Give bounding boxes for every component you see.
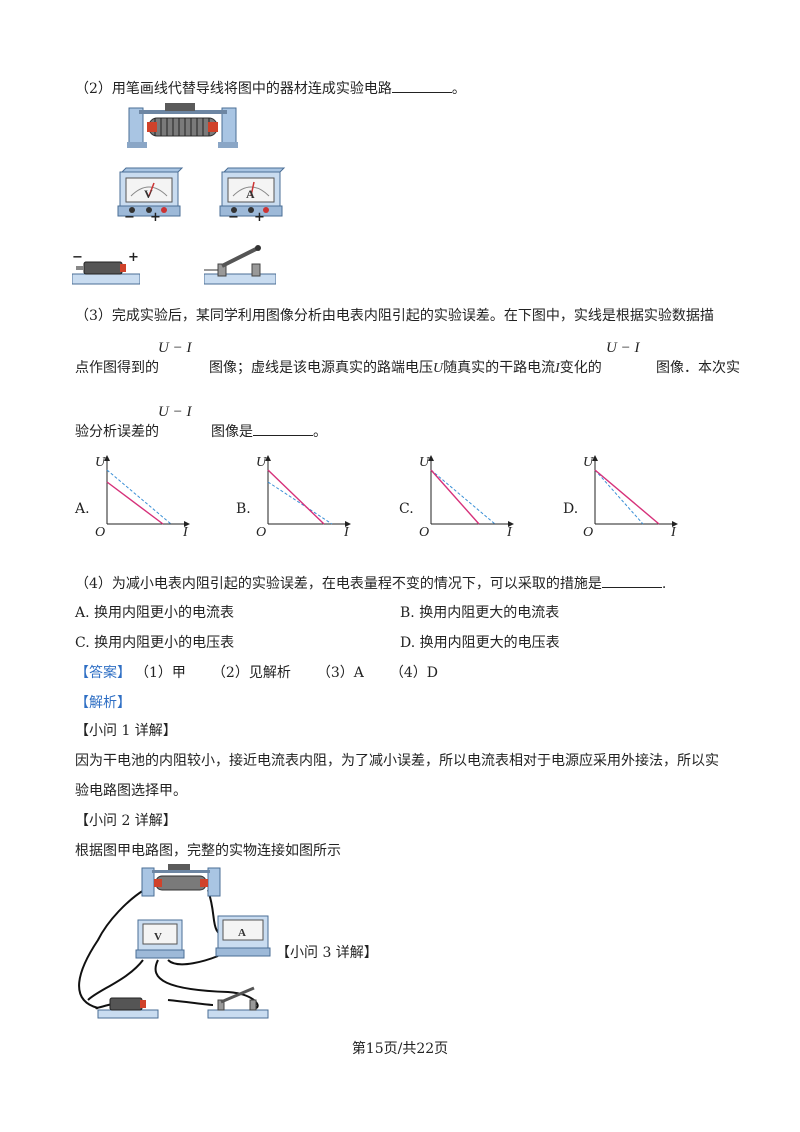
y-axis-label: U — [256, 455, 267, 470]
q4-option-c: C. 换用内阻更小的电压表 — [75, 635, 235, 651]
answer-label: 【答案】 — [75, 665, 131, 681]
q4-line: （4）为减小电表内阻引起的实验误差，在电表量程不变的情况下，可以采取的措施是. — [75, 573, 666, 593]
battery-plus-label: + — [128, 250, 139, 265]
sub1-line1: 因为干电池的内阻较小，接近电流表内阻，为了减小误差，所以电流表相对于电源应采用外… — [75, 753, 719, 769]
y-axis-arrow — [104, 455, 110, 461]
answer-line: 【答案】（1）甲（2）见解析（3）A（4）D — [75, 665, 439, 681]
q3-line1: （3）完成实验后，某同学利用图像分析由电表内阻引起的实验误差。在下图中，实线是根… — [75, 308, 714, 324]
sub1-title: 【小问 1 详解】 — [75, 723, 177, 739]
q3-blank — [253, 421, 313, 436]
y-axis-label: U — [583, 455, 594, 470]
origin-label: O — [256, 525, 266, 537]
x-axis-label: I — [182, 525, 189, 537]
ammeter-minus-label: − — [228, 210, 239, 225]
dashed-true-line — [267, 481, 333, 525]
q3-line2: 点作图得到的图像；虚线是该电源真实的路端电压U随真实的干路电流I变化的 — [75, 360, 602, 376]
origin-label: O — [95, 525, 105, 537]
q2-blank — [391, 78, 452, 93]
sub2-title: 【小问 2 详解】 — [75, 813, 177, 829]
voltmeter-plus-label: + — [150, 210, 161, 225]
q2-line: （2）用笔画线代替导线将图中的器材连成实验电路。 — [75, 78, 466, 98]
switch-figure — [204, 245, 276, 285]
page-number: 第15页/共22页 — [351, 1041, 449, 1057]
wired-circuit-figure: V A — [78, 864, 271, 1019]
q3-line2-end: 图像．本次实 — [656, 360, 740, 376]
ui-graph: U O I — [583, 455, 678, 537]
graph-option-label: C. — [399, 501, 414, 517]
graph-option-label: D. — [563, 501, 579, 517]
ui-graph: U O I — [419, 455, 514, 537]
q3-ui-3: U − I — [158, 404, 192, 420]
analysis-label: 【解析】 — [75, 695, 131, 711]
solid-measured-line — [594, 469, 660, 525]
x-axis-label: I — [506, 525, 513, 537]
x-axis-label: I — [343, 525, 350, 537]
rheostat-figure — [127, 103, 238, 148]
graph-option-label: B. — [236, 501, 251, 517]
y-axis-arrow — [265, 455, 271, 461]
svg-text:V: V — [154, 931, 162, 943]
svg-text:A: A — [238, 927, 246, 939]
ammeter-plus-label: + — [254, 210, 265, 225]
y-axis-arrow — [592, 455, 598, 461]
x-axis-label: I — [670, 525, 677, 537]
dashed-true-line — [106, 469, 172, 525]
y-axis-label: U — [419, 455, 430, 470]
sub3-title: 【小问 3 详解】 — [276, 945, 378, 961]
q4-blank — [601, 573, 662, 588]
q4-option-b: B. 换用内阻更大的电流表 — [400, 605, 560, 621]
solid-measured-line — [430, 469, 480, 525]
ui-graph: U O I — [256, 455, 351, 537]
q3-ui-2: U − I — [606, 340, 640, 356]
x-axis-arrow — [672, 521, 678, 527]
q4-option-a: A. 换用内阻更小的电流表 — [75, 605, 235, 621]
sub2-line1: 根据图甲电路图，完整的实物连接如图所示 — [75, 843, 341, 859]
solid-measured-line — [106, 481, 164, 525]
q3-line3: 验分析误差的图像是。 — [75, 421, 327, 441]
battery-figure — [72, 261, 140, 285]
battery-minus-label: − — [72, 250, 83, 265]
x-axis-arrow — [508, 521, 514, 527]
solid-measured-line — [267, 469, 325, 525]
x-axis-arrow — [184, 521, 190, 527]
dashed-true-line — [430, 469, 496, 525]
y-axis-label: U — [95, 455, 106, 470]
ammeter-figure: A — [219, 167, 286, 217]
ui-graph: U O I — [95, 455, 190, 537]
dashed-true-line — [594, 469, 644, 525]
origin-label: O — [419, 525, 429, 537]
y-axis-arrow — [428, 455, 434, 461]
sub1-line2: 验电路图选择甲。 — [75, 783, 187, 799]
graph-option-label: A. — [75, 501, 90, 517]
q4-option-d: D. 换用内阻更大的电压表 — [400, 635, 560, 651]
voltmeter-minus-label: − — [124, 210, 135, 225]
origin-label: O — [583, 525, 593, 537]
ammeter-letter: A — [246, 187, 255, 201]
voltmeter-figure: V — [117, 167, 184, 217]
voltmeter-letter: V — [144, 187, 153, 201]
x-axis-arrow — [345, 521, 351, 527]
q3-ui-1: U − I — [158, 340, 192, 356]
q2-text: （2）用笔画线代替导线将图中的器材连成实验电路 — [75, 81, 392, 97]
